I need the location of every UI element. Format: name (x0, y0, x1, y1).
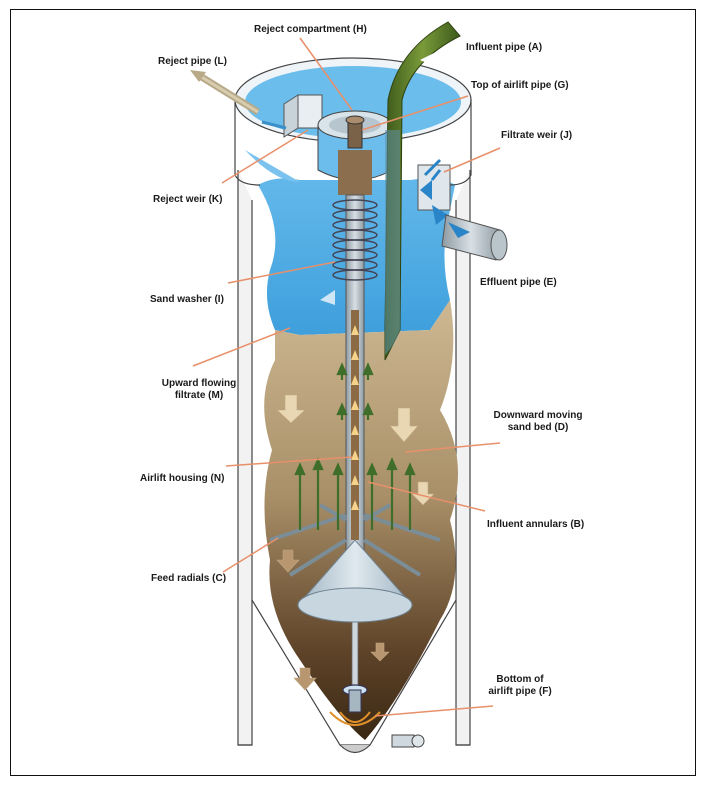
label-bottom-airlift-line2: airlift pipe (F) (488, 686, 551, 697)
tank-right-wall (456, 170, 470, 745)
label-downward-sand: Downward moving sand bed (D) (488, 410, 588, 434)
label-bottom-airlift-line1: Bottom of (496, 674, 543, 685)
label-filtrate-weir: Filtrate weir (J) (501, 130, 572, 142)
label-feed-radials: Feed radials (C) (151, 573, 226, 585)
label-effluent-pipe: Effluent pipe (E) (480, 277, 557, 289)
label-sand-washer: Sand washer (I) (150, 294, 224, 306)
label-upward-filtrate: Upward flowing filtrate (M) (154, 378, 244, 402)
airlift-top (346, 116, 364, 148)
label-influent-annulars: Influent annulars (B) (487, 519, 584, 531)
label-airlift-housing: Airlift housing (N) (140, 473, 224, 485)
leader-filtrate-weir (444, 148, 500, 172)
effluent-pipe (442, 215, 507, 260)
label-top-of-airlift: Top of airlift pipe (G) (471, 80, 569, 92)
label-reject-pipe: Reject pipe (L) (158, 56, 227, 68)
drain-valve (392, 735, 424, 747)
label-bottom-airlift: Bottom of airlift pipe (F) (470, 674, 570, 698)
label-downward-sand-line2: sand bed (D) (508, 422, 569, 433)
label-reject-compartment: Reject compartment (H) (254, 24, 367, 36)
label-reject-weir: Reject weir (K) (153, 194, 222, 206)
tank-left-wall (238, 170, 252, 745)
label-upward-filtrate-line2: filtrate (M) (175, 390, 223, 401)
label-influent-pipe: Influent pipe (A) (466, 42, 542, 54)
label-upward-filtrate-line1: Upward flowing (162, 378, 236, 389)
label-downward-sand-line1: Downward moving (494, 410, 583, 421)
